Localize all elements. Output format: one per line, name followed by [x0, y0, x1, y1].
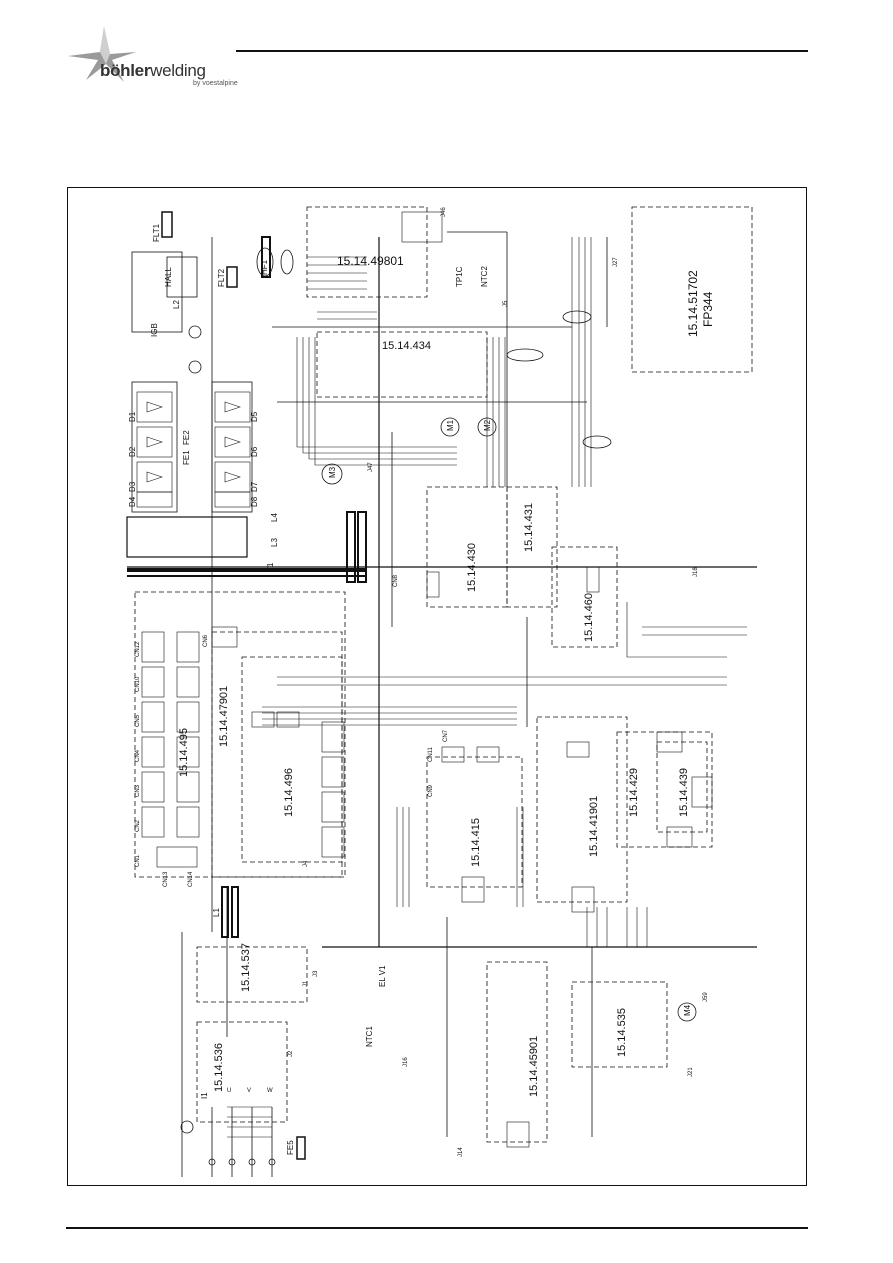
label-m4: M4 [683, 1004, 692, 1016]
label-phase-w: W [267, 1088, 273, 1094]
board-label-430: 15.14.430 [466, 543, 478, 592]
label-hf1: HF1 [260, 259, 269, 275]
label-j21: J21 [688, 1067, 694, 1077]
label-j1: J1 [303, 980, 309, 987]
label-cn9: CN9 [428, 784, 434, 797]
cable-ties [280, 249, 612, 449]
label-phase-v: V [247, 1088, 251, 1094]
label-j2: J2 [288, 1050, 294, 1057]
label-flt1: FLT1 [152, 223, 161, 242]
label-igb: IGB [150, 323, 159, 337]
label-j59: J59 [703, 992, 709, 1002]
board-label-49801: 15.14.49801 [337, 254, 404, 268]
wiring-schematic: 15.14.495 15.14.47901 15.14.496 15.14.41… [126, 206, 757, 1177]
power-stage [126, 251, 253, 558]
label-cn10: CN10 [135, 676, 141, 692]
board-label-495: 15.14.495 [178, 728, 190, 777]
label-cn2: CN2 [135, 819, 141, 832]
diode-bridges [136, 391, 251, 508]
label-j4: J4 [303, 860, 309, 867]
connector-blocks [141, 211, 713, 1148]
label-cn1: CN1 [135, 854, 141, 867]
label-cn4: CN4 [135, 749, 141, 762]
brand-subtitle: by voestalpine [193, 80, 238, 87]
header-rule [236, 50, 808, 52]
label-j18: J18 [693, 567, 699, 577]
main-switch [180, 1107, 306, 1177]
board-label-431: 15.14.431 [523, 503, 535, 552]
label-m1: M1 [446, 419, 455, 431]
label-ntc2: NTC2 [480, 266, 489, 287]
label-cn8: CN8 [393, 574, 399, 587]
label-tp1c: TP1C [455, 266, 464, 287]
label-phase-u: U [227, 1088, 231, 1094]
label-fe5: FE5 [286, 1140, 295, 1155]
label-j46: J46 [441, 207, 447, 217]
magnetics [161, 211, 367, 938]
board-label-535: 15.14.535 [616, 1008, 628, 1057]
label-cn13: CN13 [163, 871, 169, 887]
label-d4: D4 [128, 496, 137, 507]
label-l4: L4 [270, 513, 279, 522]
label-m2: M2 [483, 419, 492, 431]
bus-lines [127, 231, 757, 1177]
label-cn14: CN14 [188, 871, 194, 887]
label-l1: L1 [212, 908, 221, 917]
board-label-496: 15.14.496 [283, 768, 295, 817]
label-m3: M3 [328, 466, 337, 478]
label-d8: D8 [250, 496, 259, 507]
label-fe1: FE1 [182, 450, 191, 465]
label-j5: J5 [503, 300, 509, 307]
board-label-439: 15.14.439 [678, 768, 690, 817]
board-label-434: 15.14.434 [382, 340, 431, 352]
board-label-537: 15.14.537 [240, 943, 252, 992]
label-d2: D2 [128, 446, 137, 457]
board-label-51702: 15.14.51702 [686, 270, 700, 337]
label-j47: J47 [368, 462, 374, 472]
label-hall: HALL [164, 266, 173, 287]
label-d6: D6 [250, 446, 259, 457]
label-d1: D1 [128, 411, 137, 422]
label-l3: L3 [270, 538, 279, 547]
motors [188, 325, 697, 1022]
label-j14: J14 [458, 1147, 464, 1157]
label-cn7: CN7 [443, 729, 449, 742]
label-ntc1: NTC1 [365, 1026, 374, 1047]
bohler-logo [66, 22, 236, 92]
label-t1: T1 [266, 562, 275, 572]
board-label-41901: 15.14.41901 [588, 796, 600, 857]
label-cn11: CN11 [428, 746, 434, 762]
footer-rule [66, 1227, 808, 1229]
label-cn3: CN3 [135, 784, 141, 797]
label-cn6: CN6 [203, 634, 209, 647]
label-flt2: FLT2 [217, 268, 226, 287]
label-j16: J16 [403, 1057, 409, 1067]
label-elv1: EL V1 [378, 965, 387, 987]
board-label-429: 15.14.429 [628, 768, 640, 817]
schematic-frame [67, 187, 807, 1186]
label-d7: D7 [250, 481, 259, 492]
bohler-star-icon [68, 27, 136, 82]
board-label-45901: 15.14.45901 [528, 1036, 540, 1097]
label-fe2: FE2 [182, 430, 191, 445]
label-cn5: CN5 [135, 714, 141, 727]
board-label-47901: 15.14.47901 [218, 686, 230, 747]
label-j27: J27 [613, 257, 619, 267]
label-l2: L2 [172, 300, 181, 309]
board-label-536: 15.14.536 [213, 1043, 225, 1092]
board-label-fp344: FP344 [701, 291, 715, 327]
board-label-415: 15.14.415 [470, 818, 482, 867]
brand-name: böhlerwelding [100, 61, 206, 80]
board-label-460: 15.14.460 [583, 593, 595, 642]
label-j3: J3 [313, 970, 319, 977]
label-cn12: CN12 [135, 641, 141, 657]
pcb-outlines [134, 206, 753, 1143]
label-d3: D3 [128, 481, 137, 492]
label-i1: I1 [200, 1092, 209, 1099]
label-d5: D5 [250, 411, 259, 422]
